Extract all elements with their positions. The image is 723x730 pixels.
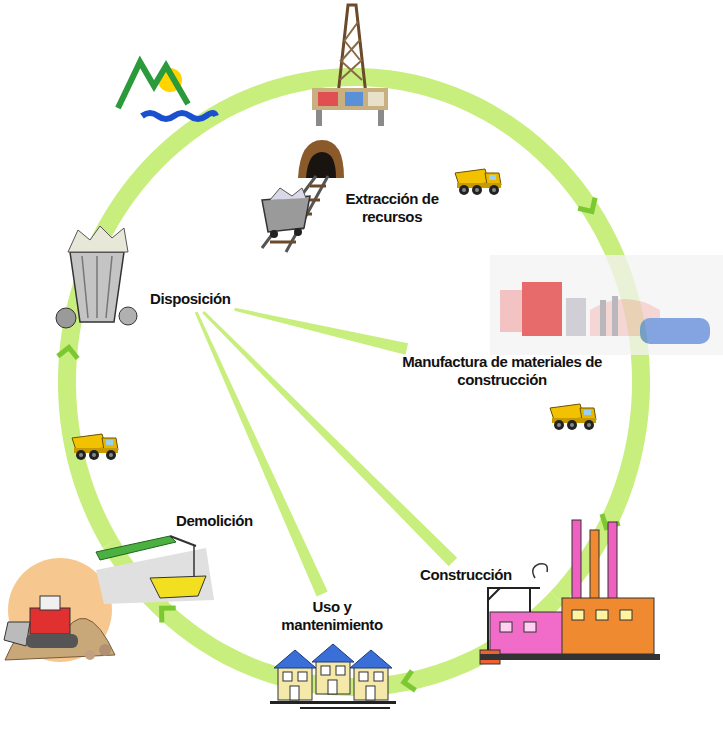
dump-truck [72,434,118,460]
stage-name: Manufactura de materiales de construcció… [388,353,616,389]
cycle-connector [195,311,328,596]
dump-truck [550,404,596,430]
arrow-chevron [162,608,176,622]
stage-name: Uso y mantenimiento [270,598,394,634]
houses [270,644,396,709]
arrow-chevron [404,671,416,691]
oil-platform [312,5,388,126]
demolition-site [4,536,214,662]
stage-label: Disposición [150,290,231,308]
stage-label: Extracción de recursos [330,190,454,226]
stage-label: Manufactura de materiales de construcció… [388,353,616,389]
stage-label: Uso y mantenimiento [270,598,394,634]
stage-name: Disposición [150,290,231,308]
stage-label: Demolición [176,512,253,530]
landfill [56,62,216,328]
stage-label: Construcción [420,566,512,584]
stage-name: Demolición [176,512,253,530]
stage-name: Construcción [420,566,512,584]
factory [490,255,723,355]
industrial-site [480,520,660,664]
cycle-connector [234,308,408,355]
dump-truck [455,169,501,195]
arrow-chevron [58,347,78,358]
arrow-chevron [578,198,595,212]
mine [262,140,344,252]
stage-name: Extracción de recursos [330,190,454,226]
